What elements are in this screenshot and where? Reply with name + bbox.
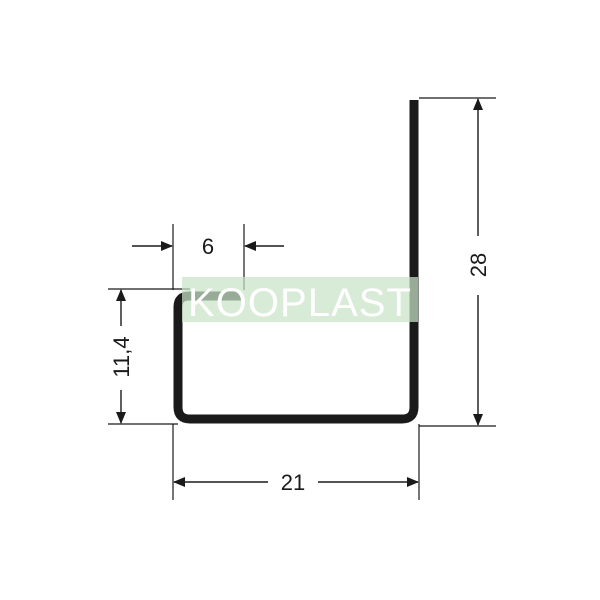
watermark-label: KOOPLAST: [188, 281, 412, 325]
watermark-band: [182, 277, 418, 322]
watermark: KOOPLAST: [182, 277, 418, 325]
dim-left-height-label: 11,4: [109, 336, 134, 377]
dim-bottom-width-label: 21: [281, 470, 305, 495]
profile-outline: [173, 100, 419, 424]
dim-top-gap-label: 6: [202, 234, 214, 259]
profile-path: [173, 100, 419, 424]
dim-right-height-label: 28: [466, 253, 491, 277]
